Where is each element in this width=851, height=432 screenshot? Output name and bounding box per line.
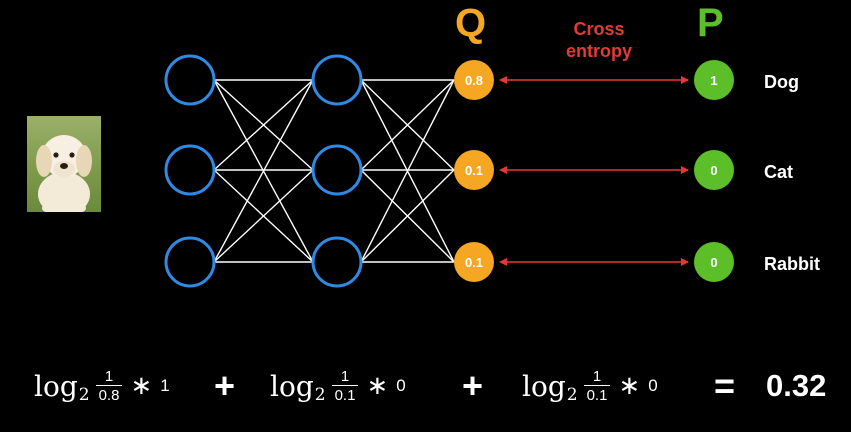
connection-line <box>360 79 455 171</box>
q-node <box>454 60 494 100</box>
class-label-cat: Cat <box>764 162 794 182</box>
cross-entropy-line-2: entropy <box>565 41 632 61</box>
p-node <box>694 242 734 282</box>
hidden-node-layer-1 <box>164 144 216 196</box>
class-label-dog: Dog <box>764 72 799 92</box>
log-base: 2 <box>314 385 326 405</box>
cross-entropy-line-1: Cross <box>573 19 625 39</box>
connections <box>213 79 455 263</box>
formula-term-1: log 2 1 0.8 ∗ 1 <box>34 356 170 416</box>
p-value-label: 0 <box>710 255 717 270</box>
p-value-label: 0 <box>710 163 717 178</box>
multiply-star: ∗ <box>618 371 641 401</box>
hidden-node-layer-1 <box>164 236 216 288</box>
fraction-numerator: 1 <box>340 367 350 385</box>
connection-line <box>213 79 314 263</box>
nodes: 0.8 1 0.1 0 0.1 0 <box>164 54 734 288</box>
cross-entropy-label: Cross entropy <box>540 18 658 62</box>
hidden-node-layer-2 <box>311 144 363 196</box>
q-label: Q <box>455 1 487 45</box>
q-value-label: 0.8 <box>465 73 483 88</box>
formula-result: 0.32 <box>766 368 827 403</box>
puppy-icon <box>36 135 92 212</box>
formula-term-2: log 2 1 0.1 ∗ 0 <box>270 356 406 416</box>
p-node <box>694 60 734 100</box>
log-text: log <box>522 369 566 403</box>
formula-term-3: log 2 1 0.1 ∗ 0 <box>522 356 658 416</box>
multiplier: 0 <box>396 376 406 395</box>
connection-line <box>360 79 455 263</box>
log-base: 2 <box>566 385 578 405</box>
connection-line <box>213 79 314 171</box>
connection-line <box>213 169 314 263</box>
fraction-denominator: 0.1 <box>331 384 359 405</box>
puppy-image <box>27 116 101 212</box>
fraction: 1 0.8 <box>95 367 123 405</box>
q-value-label: 0.1 <box>465 255 483 270</box>
multiplier: 0 <box>648 376 658 395</box>
connection-line <box>360 169 455 263</box>
hidden-node-layer-2 <box>311 54 363 106</box>
p-label: P <box>697 1 724 45</box>
q-node <box>454 242 494 282</box>
fraction-denominator: 0.8 <box>95 384 123 405</box>
p-value-label: 1 <box>710 73 717 88</box>
log-text: log <box>270 369 314 403</box>
plus-sign: + <box>462 365 484 406</box>
multiply-star: ∗ <box>366 371 389 401</box>
multiply-star: ∗ <box>130 371 153 401</box>
log-text: log <box>34 369 78 403</box>
cross-entropy-formula: log 2 1 0.8 ∗ 1 + log 2 1 0.1 ∗ 0 + log … <box>0 356 851 416</box>
plus-sign: + <box>214 365 236 406</box>
fraction-numerator: 1 <box>104 367 114 385</box>
cross-entropy-arrows <box>499 76 689 266</box>
class-label-rabbit: Rabbit <box>764 254 820 274</box>
equals-sign: = <box>714 365 736 406</box>
hidden-node-layer-1 <box>164 54 216 106</box>
fraction: 1 0.1 <box>331 367 359 405</box>
multiplier: 1 <box>160 376 170 395</box>
fraction-denominator: 0.1 <box>583 384 611 405</box>
log-base: 2 <box>78 385 90 405</box>
fraction-numerator: 1 <box>592 367 602 385</box>
p-node <box>694 150 734 190</box>
q-node <box>454 150 494 190</box>
hidden-node-layer-2 <box>311 236 363 288</box>
fraction: 1 0.1 <box>583 367 611 405</box>
q-value-label: 0.1 <box>465 163 483 178</box>
